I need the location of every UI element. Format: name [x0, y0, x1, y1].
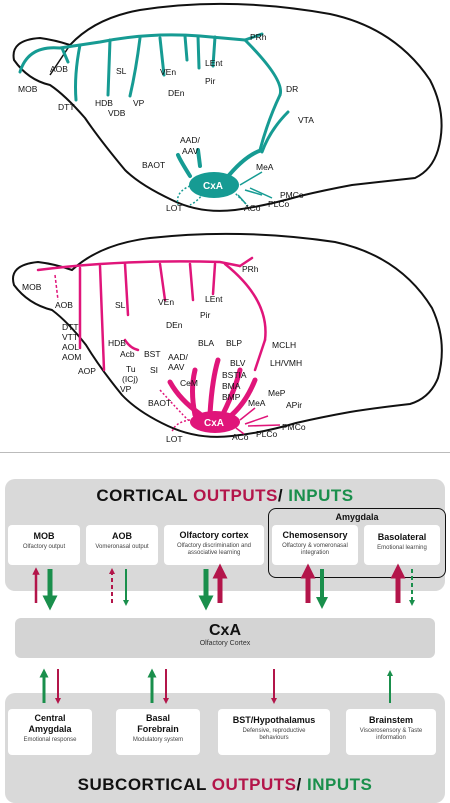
- label-vp-2: VP: [120, 384, 132, 394]
- label-aol: AOL: [62, 342, 79, 352]
- label-dtt: DTT: [58, 102, 75, 112]
- label-lot-2: LOT: [166, 434, 183, 444]
- label-cem: CeM: [180, 378, 198, 388]
- label-prh: PRh: [250, 32, 267, 42]
- card-basolateral: Basolateral Emotional learning: [364, 525, 440, 565]
- label-plco: PLCo: [268, 199, 290, 209]
- connectivity-schema: CORTICAL OUTPUTS/ INPUTS Amygdala MOB Ol…: [0, 452, 450, 803]
- label-mclh: MCLH: [272, 340, 296, 350]
- label-aob: AOB: [50, 64, 68, 74]
- card-olfactory-cortex: Olfactory cortex Olfactory discriminatio…: [164, 525, 264, 565]
- label-bla: BLA: [198, 338, 214, 348]
- label-vtt: VTT: [62, 332, 78, 342]
- card-central-amygdala: Central Amygdala Emotional response: [8, 709, 92, 755]
- chemosensory-arrows: [300, 563, 328, 609]
- label-ven-2: VEn: [158, 297, 174, 307]
- cortical-title: CORTICAL OUTPUTS/ INPUTS: [96, 486, 354, 505]
- label-bmp: BMP: [222, 392, 241, 402]
- brain-outline-2: [12, 232, 443, 438]
- card-bst-hypothalamus: BST/Hypothalamus Defensive, reproductive…: [218, 709, 330, 755]
- cxa-label-2: CxA: [204, 418, 224, 429]
- cxa-node: [189, 172, 239, 198]
- magenta-aob-dash: [54, 274, 59, 301]
- label-mea: MeA: [256, 162, 274, 172]
- card-aob: AOB Vomeronasal output: [86, 525, 158, 565]
- label-den: DEn: [168, 88, 185, 98]
- label-blv: BLV: [230, 358, 246, 368]
- label-prh-2: PRh: [242, 264, 259, 274]
- label-sl: SL: [116, 66, 127, 76]
- label-aav-2: AAV: [168, 362, 185, 372]
- label-sl-2: SL: [115, 300, 126, 310]
- label-dr: DR: [286, 84, 298, 94]
- label-acb: Acb: [120, 349, 135, 359]
- label-plco-2: PLCo: [256, 429, 278, 439]
- magenta-pathways: [36, 256, 267, 372]
- teal-thin-outputs: [237, 171, 273, 205]
- connection-arrows: [32, 563, 415, 704]
- label-si: SI: [150, 365, 158, 375]
- magenta-thin-branches: [235, 407, 281, 435]
- label-bstia: BSTIA: [222, 370, 247, 380]
- label-aco: ACo: [244, 203, 261, 213]
- label-vta: VTA: [298, 115, 314, 125]
- teal-projection-diagram: CxA MOB AOB DTT SL HDB VDB VP VEn LEnt P…: [12, 2, 443, 213]
- label-hdb: HDB: [95, 98, 113, 108]
- label-aad: AAD/: [180, 135, 200, 145]
- teal-pathways: [18, 32, 290, 154]
- label-bma: BMA: [222, 381, 241, 391]
- label-aob-2: AOB: [55, 300, 73, 310]
- card-mob: MOB Olfactory output: [8, 525, 80, 565]
- aob-arrows: [109, 568, 129, 606]
- label-mob: MOB: [18, 84, 38, 94]
- magenta-projection-diagram: CxA MOB AOB DTT VTT AOL AOM AOP HDB SL A…: [12, 232, 443, 444]
- label-aad-2: AAD/: [168, 352, 188, 362]
- cxa-label: CxA: [203, 181, 223, 192]
- label-baot-2: BAOT: [148, 398, 171, 408]
- label-baot: BAOT: [142, 160, 165, 170]
- subcortical-title: SUBCORTICAL OUTPUTS/ INPUTS: [77, 775, 373, 794]
- label-lot: LOT: [166, 203, 183, 213]
- amygdala-title: Amygdala: [335, 512, 379, 522]
- label-bst: BST: [144, 349, 161, 359]
- label-vdb: VDB: [108, 108, 126, 118]
- magenta-dotted-inputs: [159, 389, 191, 433]
- label-lent: LEnt: [205, 58, 223, 68]
- label-aav: AAV: [182, 146, 199, 156]
- basal-forebrain-arrows: [147, 668, 169, 704]
- label-mea-2: MeA: [248, 398, 266, 408]
- label-aco-2: ACo: [232, 432, 249, 442]
- label-pir-2: Pir: [200, 310, 211, 320]
- label-ven: VEn: [160, 67, 176, 77]
- brain-outline: [12, 2, 443, 212]
- label-dtt-2: DTT: [62, 322, 79, 332]
- amygdala-group: Amygdala: [268, 508, 446, 578]
- card-chemosensory: Chemosensory Olfactory & vomeronasal int…: [272, 525, 358, 565]
- label-pmco-2: PMCo: [282, 422, 306, 432]
- label-tu: Tu: [126, 364, 136, 374]
- label-lhvmh: LH/VMH: [270, 358, 302, 368]
- label-apir: APir: [286, 400, 302, 410]
- label-blp: BLP: [226, 338, 242, 348]
- card-basal-forebrain: Basal Forebrain Modulatory system: [116, 709, 200, 755]
- label-mep: MeP: [268, 388, 286, 398]
- label-vp: VP: [133, 98, 145, 108]
- label-hdb-2: HDB: [108, 338, 126, 348]
- olfactory-cortex-arrows: [198, 563, 228, 611]
- cxa-center-box: CxA Olfactory Cortex: [15, 618, 435, 658]
- label-pir: Pir: [205, 76, 216, 86]
- cxa-node-2: [190, 411, 240, 433]
- central-amygdala-arrows: [39, 668, 61, 704]
- label-mob-2: MOB: [22, 282, 42, 292]
- label-aom: AOM: [62, 352, 81, 362]
- label-den-2: DEn: [166, 320, 183, 330]
- label-aop: AOP: [78, 366, 96, 376]
- basolateral-arrows: [390, 563, 415, 606]
- label-icj: (ICj): [122, 374, 138, 384]
- label-lent-2: LEnt: [205, 294, 223, 304]
- mob-arrows: [32, 567, 58, 611]
- label-pmco: PMCo: [280, 190, 304, 200]
- card-brainstem: Brainstem Viscerosensory & Taste informa…: [346, 709, 436, 755]
